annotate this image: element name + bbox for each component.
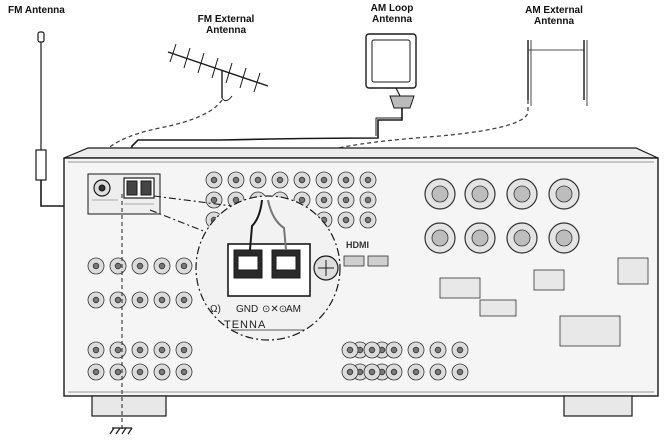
xlr-connector-inner: [471, 229, 489, 247]
rca-jack-center: [180, 368, 188, 376]
label-am-loop-line1: AM Loop: [370, 3, 414, 14]
rca-jack-center: [158, 262, 166, 270]
xlr-connector-inner: [513, 229, 531, 247]
rca-jack-center: [92, 346, 100, 354]
label-fm-external-line1: FM External: [197, 14, 255, 25]
rca-jack-center: [434, 346, 442, 354]
hdmi-port: [367, 255, 389, 267]
fm-external-antenna-icon: [167, 43, 269, 102]
rca-jack-center: [390, 346, 398, 354]
rca-jack-center: [368, 346, 376, 354]
rca-jack-center: [364, 196, 372, 204]
rca-jack-center: [158, 346, 166, 354]
hdmi-port: [343, 255, 365, 267]
rca-jack-center: [412, 346, 420, 354]
label-fm-antenna: FM Antenna: [8, 5, 65, 16]
am-loop-antenna-icon: [365, 33, 417, 109]
panel-port: [559, 315, 621, 347]
rca-jack-center: [456, 346, 464, 354]
label-am-external-line1: AM External: [525, 5, 583, 16]
panel-port: [533, 269, 565, 291]
label-am-loop-antenna: AM Loop Antenna: [362, 3, 422, 25]
panel-port: [479, 299, 517, 317]
rca-jack-center: [180, 296, 188, 304]
rca-jack-center: [232, 196, 240, 204]
xlr-connector-inner: [431, 185, 449, 203]
rca-jack-center: [180, 346, 188, 354]
panel-port: [617, 257, 649, 285]
rca-jack-center: [254, 176, 262, 184]
rca-jack-center: [320, 176, 328, 184]
rca-jack-center: [136, 296, 144, 304]
am-external-antenna-icon: [527, 40, 588, 106]
rca-jack-center: [364, 176, 372, 184]
rca-jack-center: [114, 346, 122, 354]
rca-jack-center: [92, 296, 100, 304]
rca-jack-center: [210, 196, 218, 204]
rca-jack-center: [92, 262, 100, 270]
hdmi-label: HDMI: [346, 240, 369, 250]
label-fm-external-antenna: FM External Antenna: [190, 14, 262, 36]
panel-port: [439, 277, 481, 299]
xlr-connector-inner: [555, 185, 573, 203]
rca-jack-center: [158, 296, 166, 304]
rca-jack-center: [342, 176, 350, 184]
rca-jack-center: [92, 368, 100, 376]
zoom-gnd-label: GND: [236, 304, 258, 315]
rca-jack-center: [232, 176, 240, 184]
rca-jack-center: [320, 196, 328, 204]
label-fm-external-line2: Antenna: [206, 25, 246, 36]
xlr-connector-inner: [555, 229, 573, 247]
rca-jack-center: [180, 262, 188, 270]
zoom-middle-symbol: ⊙✕⊙: [262, 304, 287, 315]
ground-icon: [109, 427, 133, 435]
terminal-zoom-view: Ω) GND ⊙✕⊙ AM TENNA: [195, 195, 341, 341]
rca-jack-center: [434, 368, 442, 376]
rca-jack-center: [412, 368, 420, 376]
zoom-left-fragment: Ω): [210, 304, 221, 315]
xlr-connector-inner: [471, 185, 489, 203]
rca-jack-center: [368, 368, 376, 376]
rca-jack-center: [346, 346, 354, 354]
rca-jack-center: [114, 262, 122, 270]
label-am-external-antenna: AM External Antenna: [516, 5, 592, 27]
rca-jack-center: [210, 176, 218, 184]
antenna-terminal-block: [87, 173, 161, 215]
rca-jack-center: [136, 368, 144, 376]
rca-jack-center: [158, 368, 166, 376]
rca-jack-center: [456, 368, 464, 376]
rca-jack-center: [346, 368, 354, 376]
rca-jack-center: [342, 196, 350, 204]
rca-jack-center: [136, 346, 144, 354]
label-fm-antenna-text: FM Antenna: [8, 5, 65, 16]
rca-jack-center: [114, 368, 122, 376]
zoom-callout-lines: [149, 195, 233, 233]
xlr-connector-inner: [431, 229, 449, 247]
label-am-loop-line2: Antenna: [372, 14, 412, 25]
rca-jack-center: [364, 216, 372, 224]
rca-jack-center: [114, 296, 122, 304]
rca-jack-center: [390, 368, 398, 376]
xlr-connector-inner: [513, 185, 531, 203]
am-loop-cable: [131, 108, 403, 172]
zoom-antenna-label: TENNA: [224, 319, 266, 331]
rca-jack-center: [276, 176, 284, 184]
rca-jack-center: [298, 176, 306, 184]
rca-jack-center: [342, 216, 350, 224]
zoom-am-label: AM: [286, 304, 301, 315]
rca-jack-center: [298, 196, 306, 204]
label-am-external-line2: Antenna: [534, 16, 574, 27]
rca-jack-center: [136, 262, 144, 270]
